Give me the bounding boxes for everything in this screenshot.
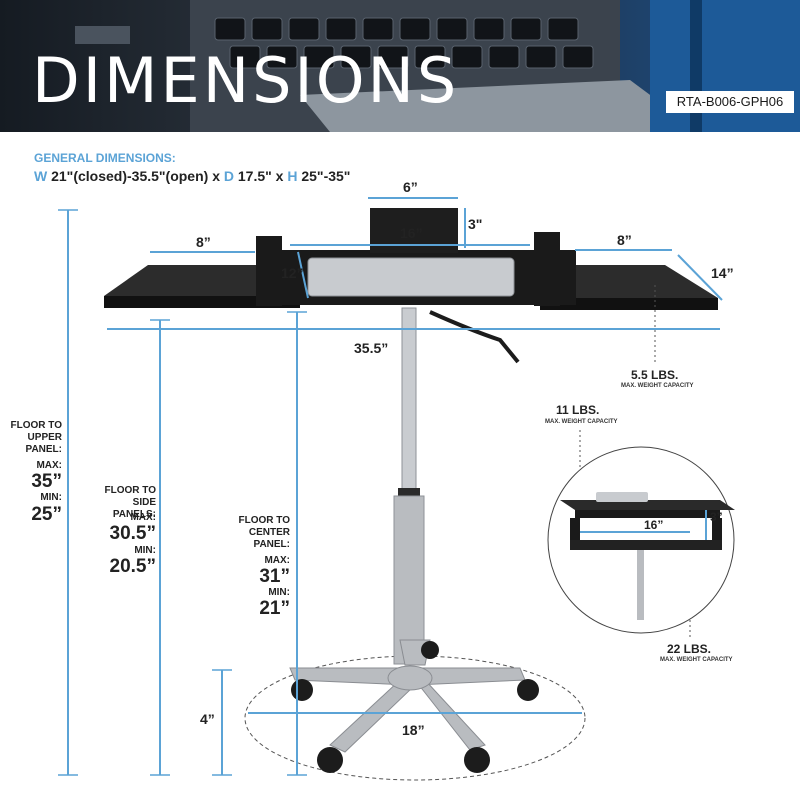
- width-letter: W: [34, 168, 48, 184]
- upper-weight-value: 11 LBS.: [556, 403, 600, 417]
- center-width-label: 16”: [400, 225, 423, 241]
- side-depth-label: 14”: [711, 265, 734, 281]
- general-dimensions-line: W 21"(closed)-35.5"(open) x D 17.5" x H …: [34, 168, 350, 184]
- side-min-label: MIN:: [134, 545, 156, 556]
- upper-weight-caption: MAX. WEIGHT CAPACITY: [545, 419, 618, 425]
- depth-letter: D: [223, 168, 234, 184]
- center-min-label: MIN:: [268, 587, 290, 598]
- lower-weight-value: 22 LBS.: [667, 642, 712, 656]
- height-value: 25"-35": [301, 168, 351, 184]
- laptop-keyboard-photo: [75, 0, 800, 132]
- left-panel-width-label: 8”: [196, 234, 211, 250]
- pole-collar: [398, 488, 420, 496]
- gas-cylinder: [393, 495, 425, 665]
- center-panel-heading: FLOOR TO CENTER PANEL:: [238, 515, 290, 550]
- top-width-label: 6”: [403, 179, 418, 195]
- inset-width-label: 16”: [644, 518, 664, 532]
- height-letter: H: [287, 168, 298, 184]
- right-panel-width-label: 8”: [617, 232, 632, 248]
- upper-min-value: 25”: [31, 504, 62, 525]
- side-max-label: MAX:: [130, 512, 156, 523]
- center-max-label: MAX:: [264, 555, 290, 566]
- laptop: [307, 257, 515, 297]
- side-weight-value: 5.5 LBS.: [631, 368, 679, 382]
- height-lever: [429, 310, 520, 364]
- upper-panel-heading: FLOOR TO UPPER PANEL:: [10, 420, 62, 455]
- center-max-value: 31”: [259, 566, 290, 587]
- star-base: [289, 639, 526, 753]
- inset-height-label: 3”: [710, 510, 723, 524]
- top-height-label: 3": [468, 216, 483, 232]
- side-max-value: 30.5”: [109, 523, 156, 544]
- page-title: DIMENSIONS: [32, 44, 460, 117]
- header-banner: [0, 0, 800, 132]
- model-number: RTA-B006-GPH06: [666, 91, 794, 113]
- inset-top-panel: [560, 500, 735, 510]
- depth-value: 17.5" x: [237, 168, 284, 184]
- upper-max-value: 35”: [31, 471, 62, 492]
- dimension-ticks: [58, 209, 307, 776]
- dimension-lines: [67, 197, 723, 775]
- side-weight-caption: MAX. WEIGHT CAPACITY: [621, 383, 694, 389]
- upper-min-label: MIN:: [40, 492, 62, 503]
- full-width-label: 35.5”: [354, 340, 389, 356]
- upper-pole: [401, 307, 417, 494]
- side-min-value: 20.5”: [109, 556, 156, 577]
- left-bracket: [256, 236, 282, 306]
- width-value: 21"(closed)-35.5"(open) x: [51, 168, 220, 184]
- general-dimensions-heading: GENERAL DIMENSIONS:: [34, 151, 176, 165]
- depth-label: 12”: [281, 265, 304, 281]
- upper-max-label: MAX:: [36, 460, 62, 471]
- lower-weight-caption: MAX. WEIGHT CAPACITY: [660, 657, 733, 663]
- caster-height-label: 4”: [200, 711, 215, 727]
- base-width-label: 18”: [402, 722, 425, 738]
- right-bracket: [534, 232, 560, 306]
- inset-lower-panel: [570, 540, 722, 550]
- right-side-panel: [540, 265, 718, 298]
- side-panels-heading: FLOOR TO SIDE PANELS:: [104, 485, 156, 520]
- center-min-value: 21”: [259, 598, 290, 619]
